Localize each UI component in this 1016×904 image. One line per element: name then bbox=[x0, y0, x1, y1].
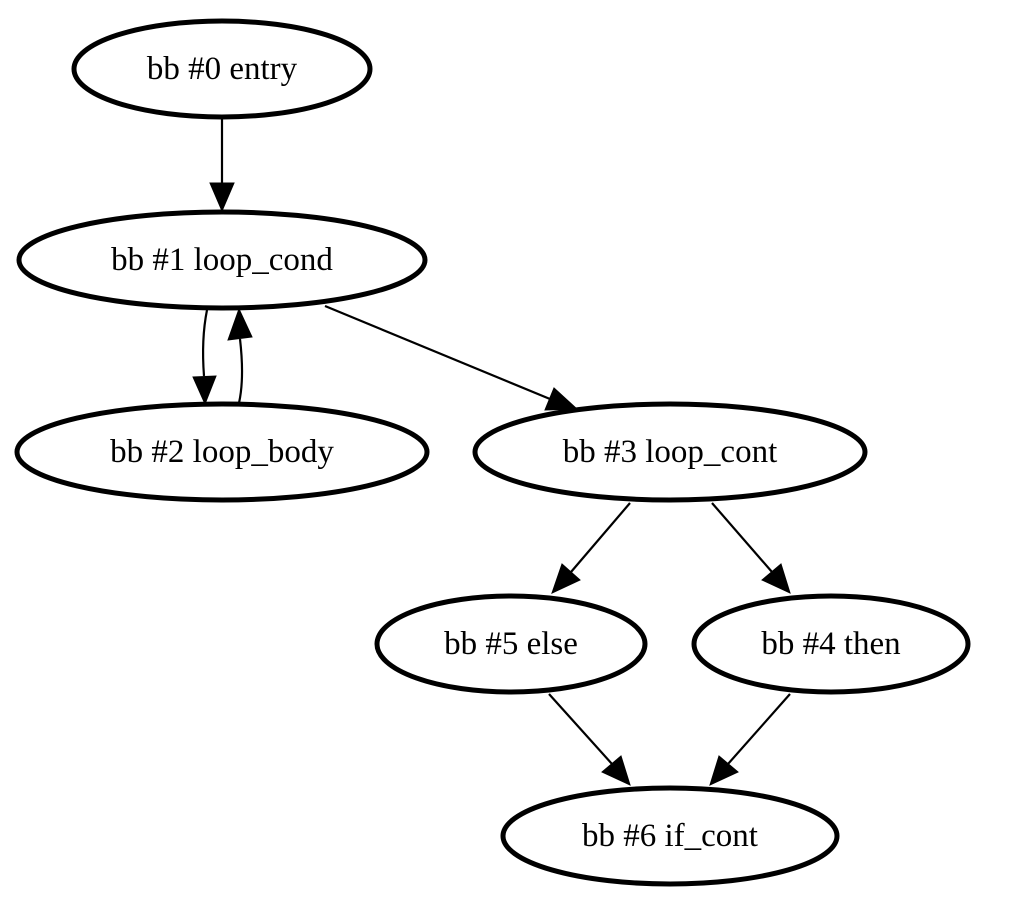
node-bb1[interactable]: bb #1 loop_cond bbox=[16, 209, 428, 311]
edge-bb3-bb5 bbox=[551, 502, 631, 594]
edge-bb1-bb3 bbox=[324, 304, 579, 411]
node-bb3-label: bb #3 loop_cont bbox=[563, 434, 777, 470]
edges bbox=[192, 118, 791, 786]
node-bb5[interactable]: bb #5 else bbox=[374, 593, 648, 695]
node-bb0[interactable]: bb #0 entry bbox=[71, 18, 373, 120]
nodes: bb #0 entry bb #1 loop_cond bb #2 loop_b… bbox=[14, 18, 971, 887]
node-bb3[interactable]: bb #3 loop_cont bbox=[472, 401, 868, 503]
node-bb1-label: bb #1 loop_cond bbox=[111, 242, 333, 278]
node-bb6-label: bb #6 if_cont bbox=[582, 818, 758, 854]
node-bb4-label: bb #4 then bbox=[761, 626, 900, 662]
node-bb5-label: bb #5 else bbox=[444, 626, 578, 662]
edge-bb0-bb1 bbox=[209, 118, 235, 213]
edge-bb2-bb1 bbox=[227, 307, 253, 404]
node-bb6[interactable]: bb #6 if_cont bbox=[500, 785, 840, 887]
node-bb2[interactable]: bb #2 loop_body bbox=[14, 401, 430, 503]
edge-bb4-bb6 bbox=[709, 693, 791, 786]
node-bb0-label: bb #0 entry bbox=[147, 51, 298, 87]
edge-bb1-bb2 bbox=[192, 309, 217, 406]
edge-bb3-bb4 bbox=[711, 502, 791, 594]
edge-bb5-bb6 bbox=[548, 693, 631, 786]
node-bb4[interactable]: bb #4 then bbox=[691, 593, 971, 695]
node-bb2-label: bb #2 loop_body bbox=[110, 434, 334, 470]
